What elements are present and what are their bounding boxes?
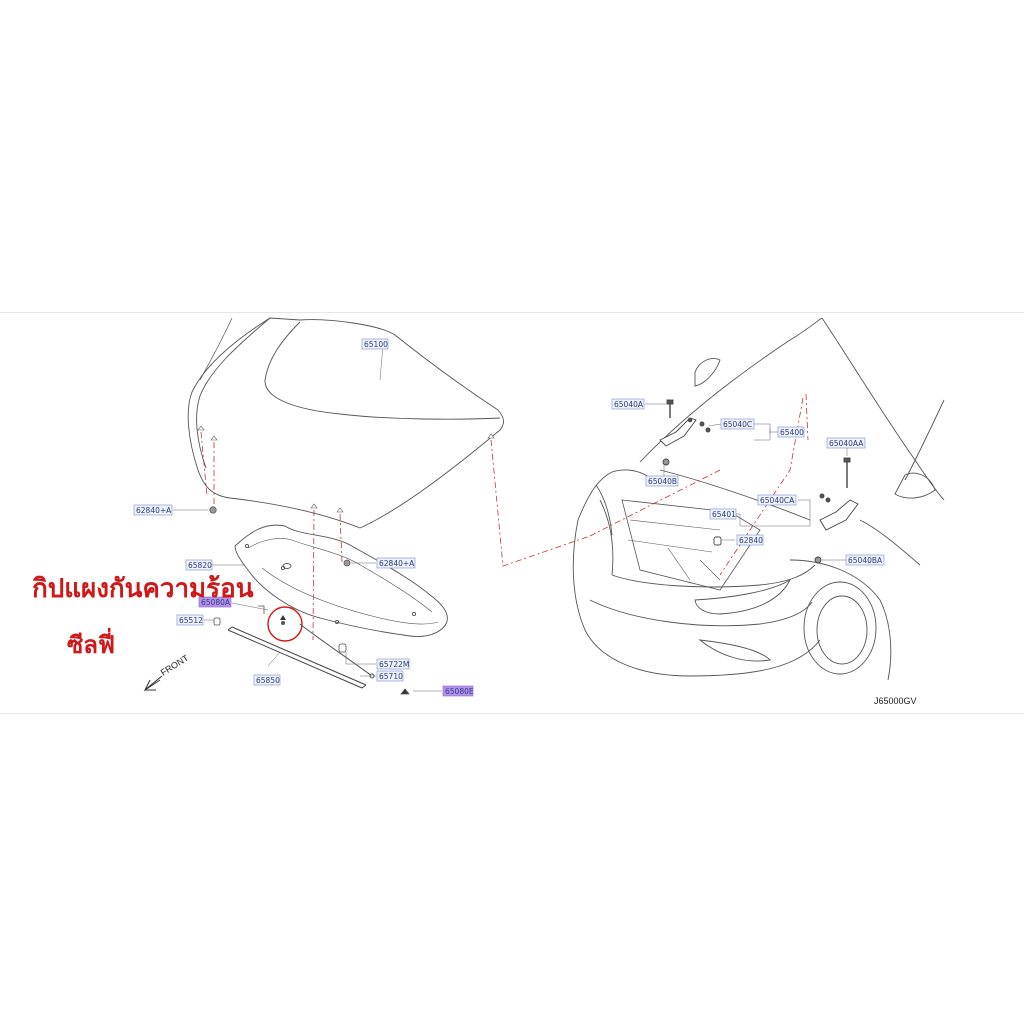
front-label: FRONT [159,653,191,678]
part-label-65722m: 65722M [376,658,409,670]
svg-text:65400: 65400 [780,428,804,437]
part-label-65401: 65401 [709,508,737,520]
annotation-thai-line-1: กิปแผงกันความร้อน [32,574,254,604]
svg-text:65820: 65820 [188,561,212,570]
svg-text:65710: 65710 [379,672,403,681]
callout-leaders-right [645,403,848,561]
svg-text:65850: 65850 [256,676,280,685]
svg-text:62840+A: 62840+A [136,506,172,515]
svg-text:65401: 65401 [712,510,736,519]
part-label-65820: 65820 [185,559,213,571]
svg-text:65040AA: 65040AA [829,439,864,448]
part-label-62840: 62840 [736,534,764,546]
small-parts-left [209,506,410,695]
front-direction-arrow: FRONT [143,653,191,692]
svg-text:65080E: 65080E [445,687,474,696]
clip-highlight-circle [267,606,303,642]
part-label-62840a-mid: 62840+A [376,557,416,569]
part-label-65040a: 65040A [611,398,645,410]
car-front-body [572,317,945,681]
assembly-leader-lines-right [589,393,809,576]
part-label-65040aa: 65040AA [826,437,866,449]
part-label-65080e-highlighted: 65080E [442,685,474,697]
callout-leaders-left [173,344,442,692]
part-label-62840a-left: 62840+A [133,504,173,516]
svg-text:65040C: 65040C [723,420,752,429]
svg-text:65040CA: 65040CA [760,496,795,505]
part-label-65040b: 65040B [645,475,679,487]
svg-text:65512: 65512 [179,616,203,625]
part-label-65040ca: 65040CA [757,494,797,506]
hood-hinge-left [659,399,711,466]
part-label-65040ba: 65040BA [845,554,885,566]
svg-text:62840+A: 62840+A [379,559,415,568]
diagram-code: J65000GV [874,696,917,706]
hood-panel [187,317,504,529]
annotation-thai-line-2: ซีลฟี่ [67,631,115,659]
svg-text:62840: 62840 [739,536,763,545]
part-label-65040c: 65040C [720,418,755,430]
insulator-clip [280,615,286,625]
svg-text:65040B: 65040B [648,477,677,486]
part-label-65100: 65100 [361,338,389,350]
hood-insulator [234,524,448,637]
svg-text:65040BA: 65040BA [848,556,883,565]
part-label-65400: 65400 [777,426,805,438]
part-label-65850: 65850 [253,674,281,686]
svg-text:65722M: 65722M [379,660,409,669]
assembly-leader-lines-left [200,431,591,641]
front-seal-strip [227,626,367,689]
part-label-65710: 65710 [376,670,404,682]
part-label-65512: 65512 [176,614,204,626]
hood-support-rod [299,623,375,679]
hood-hinge-right [713,457,859,564]
part-label-65080a-highlighted: 65080A [198,596,232,608]
hood-mount-marks [197,425,495,513]
svg-text:65100: 65100 [364,340,388,349]
svg-text:65040A: 65040A [614,400,644,409]
svg-text:65080A: 65080A [201,598,231,607]
